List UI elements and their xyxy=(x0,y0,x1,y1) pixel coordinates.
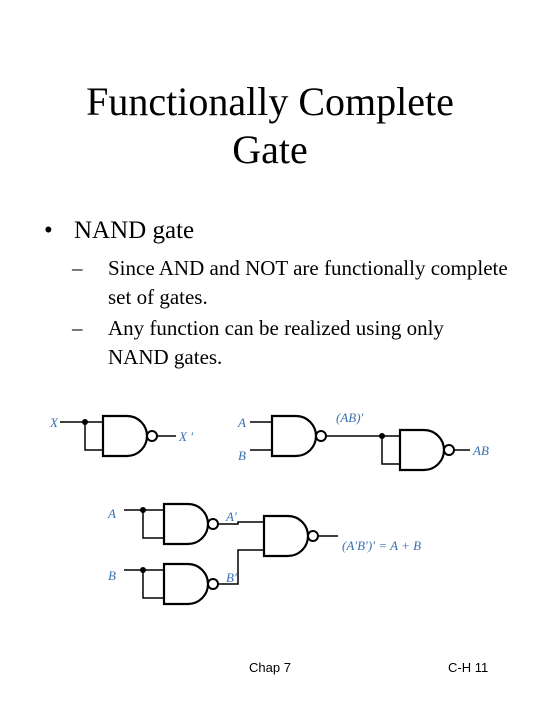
junction-dots xyxy=(82,419,385,573)
nand-gate-or-b xyxy=(162,562,220,606)
label-and-mid: (AB)′ xyxy=(336,410,364,425)
sub-bullet-item: – Since AND and NOT are functionally com… xyxy=(72,254,524,312)
nand-gate-diagram: X X ′ A B (AB)′ AB A B A′ B′ (A′B′)′ = A… xyxy=(49,410,489,606)
label-and-b: B xyxy=(238,448,246,463)
label-x-in: X xyxy=(49,415,59,430)
title-line-2: Gate xyxy=(232,127,308,172)
slide-title: Functionally Complete Gate xyxy=(0,78,540,174)
label-or-a-inv: A′ xyxy=(225,509,237,524)
label-and-out: AB xyxy=(472,443,489,458)
footer-page-number: C-H 11 xyxy=(448,660,489,675)
label-and-a: A xyxy=(237,415,246,430)
sub-bullet-item: – Any function can be realized using onl… xyxy=(72,314,524,372)
not-gate-wiring xyxy=(60,421,176,451)
bullet-list: • NAND gate – Since AND and NOT are func… xyxy=(44,214,524,372)
nand-gate-and-2 xyxy=(398,428,456,472)
sub-bullet-marker: – xyxy=(72,256,83,280)
bullet-item: • NAND gate xyxy=(44,214,524,248)
sub-bullet-text-1: Since AND and NOT are functionally compl… xyxy=(108,256,508,309)
and-gate-wiring xyxy=(250,421,470,465)
label-or-b: B xyxy=(108,568,116,583)
bullet-marker: • xyxy=(44,217,53,244)
nand-gate-not xyxy=(101,414,159,458)
bullet-text: NAND gate xyxy=(74,217,195,244)
footer-chapter: Chap 7 xyxy=(249,660,291,675)
label-x-out: X ′ xyxy=(178,429,193,444)
sub-bullet-marker: – xyxy=(72,316,83,340)
title-line-1: Functionally Complete xyxy=(86,79,454,124)
nand-gate-or-out xyxy=(262,514,320,558)
label-or-out: (A′B′)′ = A + B xyxy=(342,538,421,553)
sub-bullet-text-2: Any function can be realized using only … xyxy=(108,316,444,369)
label-or-b-inv: B′ xyxy=(226,570,237,585)
nand-gate-and-1 xyxy=(270,414,328,458)
nand-gate-or-a xyxy=(162,502,220,546)
label-or-a: A xyxy=(107,506,116,521)
